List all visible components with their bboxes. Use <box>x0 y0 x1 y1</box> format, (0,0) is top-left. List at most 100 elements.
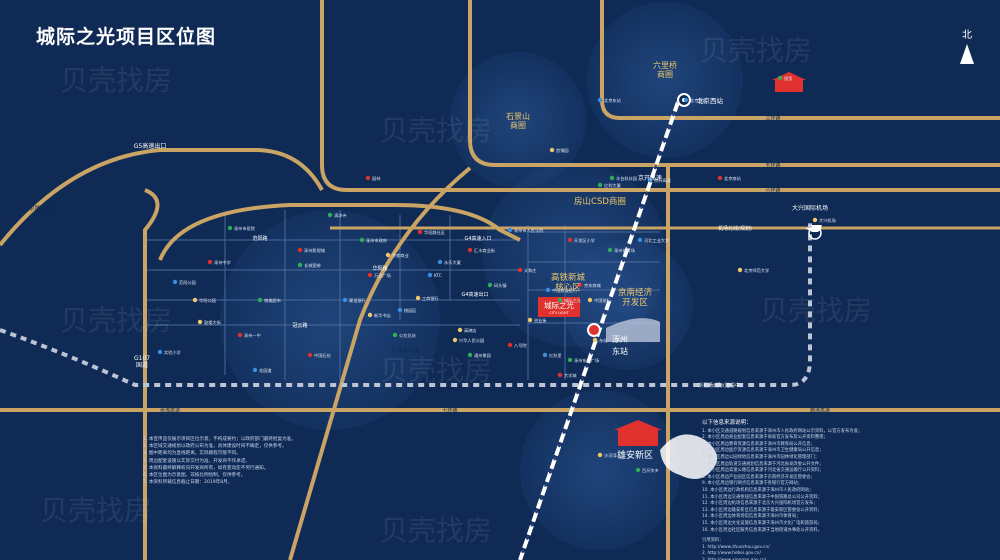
poi-dot-icon <box>392 332 398 338</box>
note-line: 3. 本小区周边教育资源信息来源于涿州市教育局公开信息； <box>702 441 815 447</box>
note-line: 13. 本小区周边雄安新区信息来源于雄安新区管委会公开资料； <box>702 507 822 513</box>
poi-dot-icon <box>549 147 555 153</box>
poi-marker: 首钢园 <box>549 147 569 154</box>
poi-label: 涿州东站广场 <box>574 357 599 364</box>
poi-label: 花园道 <box>259 367 272 374</box>
north-arrow-icon <box>960 44 974 64</box>
poi-marker: 北京南站 <box>717 175 741 182</box>
poi-dot-icon <box>252 367 258 373</box>
poi-dot-icon <box>527 317 533 323</box>
poi-marker: 中国石化 <box>307 352 332 359</box>
label-g5-highway: 京昆高速 <box>29 204 52 212</box>
refs-list: 引用资料：1. http://www.zhuozhou.gov.cn/2. ht… <box>702 538 957 560</box>
poi-marker: 中国建设银行 <box>545 287 577 294</box>
zhuozhou-arc <box>158 203 521 261</box>
poi-label: 万达广场 <box>374 272 391 279</box>
poi-dot-icon <box>397 307 403 313</box>
note-line: 1. http://www.zhuozhou.gov.cn/ <box>702 544 770 550</box>
poi-dot-icon <box>597 452 603 458</box>
poi-marker: 公交总站 <box>392 332 416 339</box>
poi-label: 京都商业 <box>392 252 409 259</box>
poi-marker: 涿州影视城 <box>297 247 326 254</box>
poi-dot-icon <box>609 175 615 181</box>
watermark-text: 贝壳找房 <box>380 514 492 547</box>
label-jichang-xian: 新机场城际(建设中) <box>698 382 742 389</box>
label-shijingshan: 石景山商圈 <box>506 111 530 130</box>
poi-dot-icon <box>635 467 641 473</box>
label-xiongan: 雄安新区 <box>617 449 653 461</box>
poi-dot-icon <box>683 97 689 103</box>
note-line: 4. 周边配套设施以实际交付为准，开发商不作承诺。 <box>143 458 250 464</box>
zhuozhoudong-station-marker <box>587 323 601 337</box>
jingguang-rail-base <box>519 101 679 560</box>
poi-label: 范阳公园 <box>179 279 196 286</box>
poi-dot-icon <box>557 297 563 303</box>
grid-streets <box>145 210 660 380</box>
poi-label: 北京师范大学 <box>744 267 769 274</box>
poi-marker: 百尺竿乡 <box>635 467 659 474</box>
label-beijingxi: 北京西站 <box>697 96 724 105</box>
poi-label: 八号院 <box>514 342 527 349</box>
poi-label: 北京西站 <box>690 97 707 104</box>
note-line: 3. 图中距离均为直线距离，实际路程可能不同。 <box>143 451 241 457</box>
train-icon <box>606 318 660 342</box>
poi-dot-icon <box>567 357 573 363</box>
poi-dot-icon <box>437 259 443 265</box>
note-line: 12. 本小区周边机场信息来源于北京大兴国际机场官方发布； <box>702 501 818 507</box>
poi-label: 丰台科技园 <box>616 175 637 182</box>
poi-marker: 开发区小学 <box>567 237 595 244</box>
label-daxing: 京开高速 <box>638 174 662 182</box>
poi-dot-icon <box>365 175 371 181</box>
poi-marker: 码头镇 <box>487 282 507 289</box>
poi-marker: 涿州东站广场 <box>567 357 599 364</box>
poi-dot-icon <box>207 259 213 265</box>
poi-dot-icon <box>587 297 593 303</box>
watermark-text: 贝壳找房 <box>40 494 152 527</box>
note-line: 5. 本小区周边公园绿地信息来源于涿州市园林绿化管理部门； <box>702 454 820 460</box>
poi-label: 码头镇 <box>494 282 507 289</box>
poi-marker: 八号院 <box>507 342 527 349</box>
label-langzhuo: 廊涿高速 <box>810 407 830 414</box>
poi-label: 城际之光 <box>564 297 581 304</box>
poi-label: 清凉寺 <box>334 212 347 219</box>
label-airport: 大兴国际机场 <box>792 204 828 212</box>
note-line: 16. 本小区周边社区服务信息来源于当地街道办事处公开资料。 <box>702 527 822 533</box>
poi-dot-icon <box>307 352 313 358</box>
poi-marker: 涿州市医院 <box>227 225 256 232</box>
watermark-text: 贝壳找房 <box>60 304 172 337</box>
poi-dot-icon <box>467 352 473 358</box>
poi-dot-icon <box>327 212 333 218</box>
poi-label: KTC <box>434 273 442 278</box>
poi-label: 华阳公园 <box>199 297 216 304</box>
poi-dot-icon <box>517 267 523 273</box>
poi-marker: 创业街 <box>527 317 547 324</box>
poi-dot-icon <box>607 247 613 253</box>
poi-marker: 亿利大厦 <box>597 182 621 189</box>
poi-marker: 涿州市人民法院 <box>507 227 544 234</box>
poi-marker: 新华书店 <box>367 312 391 319</box>
poi-marker: 涿州市政府 <box>359 237 387 244</box>
label-g4-exit: G4高速入口 <box>464 235 491 242</box>
poi-marker: KTC <box>427 272 442 278</box>
landmark-icons <box>614 72 806 479</box>
poi-marker: 义和庄 <box>517 267 537 274</box>
note-line: 3. http://www.xiongan.gov.cn/ <box>702 558 957 560</box>
poi-dot-icon <box>637 237 643 243</box>
poi-label: 首钢园 <box>556 147 569 154</box>
poi-marker: 京东商城 <box>577 282 602 289</box>
poi-dot-icon <box>597 97 603 103</box>
poi-label: 涿州中学 <box>214 259 231 266</box>
poi-dot-icon <box>417 229 423 235</box>
poi-label: 园林 <box>372 175 381 182</box>
poi-marker: 园林 <box>365 175 381 182</box>
label-jichang-beixian: 机场北线(规划) <box>718 225 752 232</box>
labels: 六里桥商圈 石景山商圈 房山CSD商圈 高铁新城核心区 京南经济开发区 雄安新区… <box>29 60 830 461</box>
note-line: 8. 本小区周边产业园区信息来源于京南经济开发区管委会； <box>702 474 815 480</box>
poi-dot-icon <box>812 217 818 223</box>
circle-shijingshan <box>450 52 586 188</box>
label-local2: 华阳路 <box>372 265 387 272</box>
poi-dot-icon <box>359 237 365 243</box>
project-sub: CITY LIGHT <box>549 311 569 315</box>
